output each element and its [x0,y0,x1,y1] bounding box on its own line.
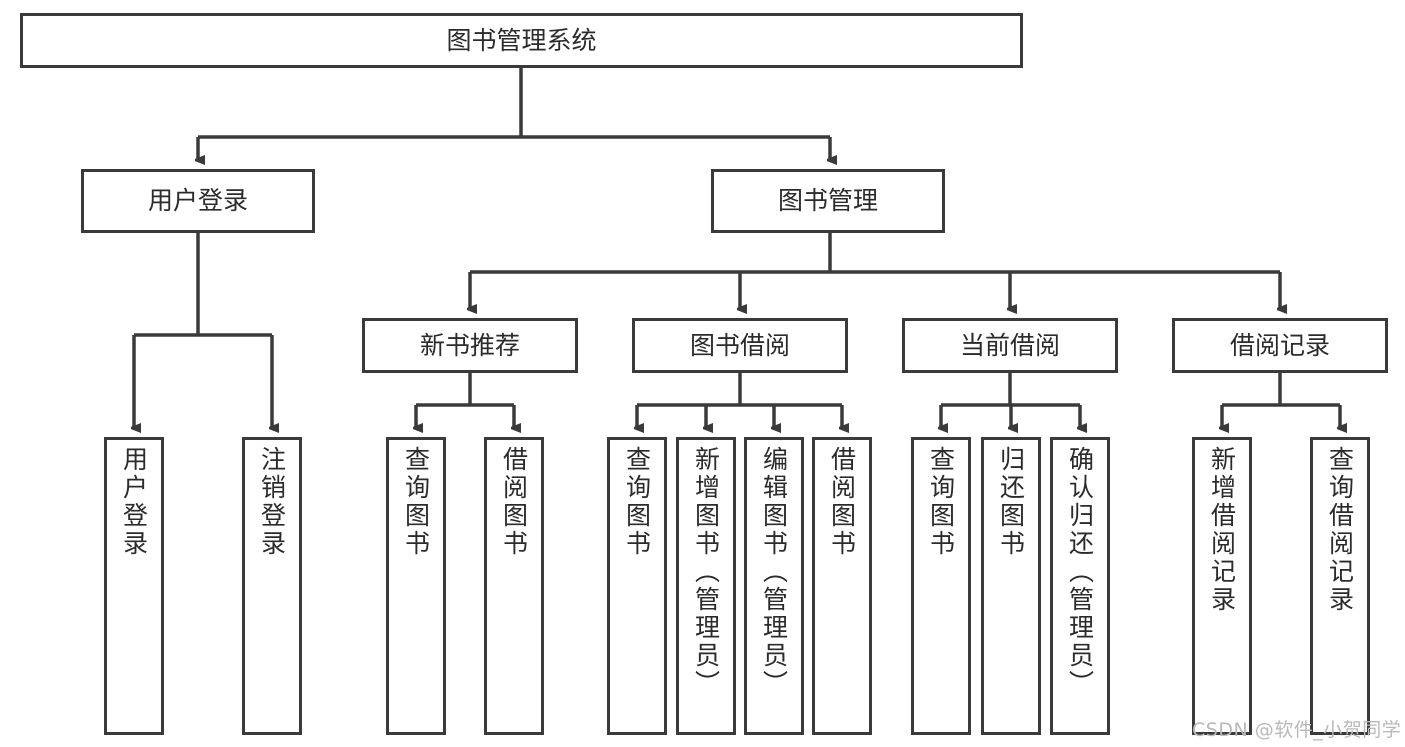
node-leaf-add-book-label: 新增图书（管理员） [691,446,721,698]
node-new-book-rec-label: 新书推荐 [419,330,520,360]
node-leaf-query-book-1[interactable]: 查询图书 [386,437,446,735]
node-leaf-return-book-label: 归还图书 [996,446,1026,558]
node-leaf-confirm-return[interactable]: 确认归还（管理员） [1050,437,1110,735]
node-book-borrow[interactable]: 图书借阅 [632,318,848,373]
node-leaf-query-record[interactable]: 查询借阅记录 [1310,437,1370,735]
node-leaf-logout-label: 注销登录 [257,446,287,558]
node-leaf-return-book[interactable]: 归还图书 [981,437,1041,735]
node-leaf-user-login[interactable]: 用户登录 [104,437,164,735]
node-leaf-query-book-2[interactable]: 查询图书 [607,437,667,735]
node-leaf-borrow-book-1[interactable]: 借阅图书 [484,437,544,735]
node-leaf-query-book-1-label: 查询图书 [401,446,431,558]
node-current-borrow-label: 当前借阅 [959,330,1060,360]
node-book-manage-label: 图书管理 [777,186,878,216]
node-user-login-label: 用户登录 [147,186,248,216]
node-book-manage[interactable]: 图书管理 [711,169,945,233]
node-leaf-query-book-3[interactable]: 查询图书 [911,437,971,735]
node-leaf-query-book-3-label: 查询图书 [926,446,956,558]
node-book-borrow-label: 图书借阅 [689,330,790,360]
node-leaf-query-book-2-label: 查询图书 [622,446,652,558]
node-leaf-add-book[interactable]: 新增图书（管理员） [676,437,736,735]
node-root[interactable]: 图书管理系统 [20,13,1023,68]
node-new-book-rec[interactable]: 新书推荐 [362,318,578,373]
node-leaf-edit-book[interactable]: 编辑图书（管理员） [744,437,804,735]
node-leaf-borrow-book-2-label: 借阅图书 [827,446,857,558]
node-leaf-confirm-return-label: 确认归还（管理员） [1065,446,1095,698]
node-borrow-record[interactable]: 借阅记录 [1172,318,1388,373]
node-root-label: 图书管理系统 [446,25,597,55]
node-leaf-logout[interactable]: 注销登录 [242,437,302,735]
node-current-borrow[interactable]: 当前借阅 [902,318,1118,373]
node-leaf-query-record-label: 查询借阅记录 [1325,446,1355,614]
node-leaf-borrow-book-1-label: 借阅图书 [499,446,529,558]
node-leaf-borrow-book-2[interactable]: 借阅图书 [812,437,872,735]
node-leaf-add-record[interactable]: 新增借阅记录 [1192,437,1252,735]
node-leaf-user-login-label: 用户登录 [119,446,149,558]
node-borrow-record-label: 借阅记录 [1229,330,1330,360]
node-leaf-add-record-label: 新增借阅记录 [1207,446,1237,614]
node-user-login[interactable]: 用户登录 [81,169,315,233]
watermark-text: CSDN @软件_小贺同学 [1192,719,1402,741]
node-leaf-edit-book-label: 编辑图书（管理员） [759,446,789,698]
